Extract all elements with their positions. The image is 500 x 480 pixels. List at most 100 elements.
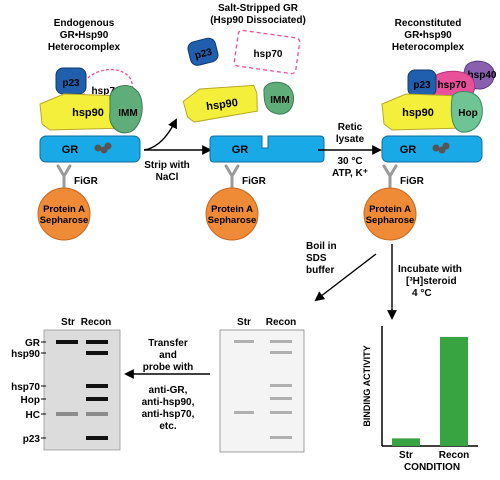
gr-receptor-stripped [209, 135, 325, 163]
hop-protein [450, 91, 483, 133]
imm-protein-free [263, 81, 294, 115]
probe-label-4: etc. [159, 421, 176, 432]
blot-band-recon-hop [86, 397, 108, 401]
incubate-label-line3: 4 °C [412, 288, 432, 299]
hsp90-label: hsp90 [72, 107, 104, 119]
hop-label: Hop [458, 108, 477, 119]
conditions-label-line2: ATP, K⁺ [332, 168, 368, 179]
hsp70-label: hsp70 [92, 86, 121, 97]
imm-label-free: IMM [270, 95, 289, 106]
blot-band-recon-p23 [86, 436, 108, 440]
p23-label-free: p23 [194, 47, 214, 62]
blot-band-str-hc [56, 412, 78, 416]
strip-label-line2: NaCl [156, 172, 179, 183]
panel3-title-line1: Reconstituted [395, 18, 462, 29]
figr-label-3: FiGR [400, 176, 425, 187]
hsp70-label-recon: hsp70 [438, 80, 467, 91]
sepharose-label-line1: Protein A [43, 204, 85, 215]
tick-label-str: Str [399, 450, 413, 461]
gel-band-recon-gr [270, 340, 292, 343]
blot-band-recon-gr [86, 340, 108, 344]
hsp70-dissociated-outline [233, 29, 301, 75]
blot-lane-label-str: Str [61, 317, 75, 328]
blot-lane-label-recon: Recon [81, 317, 112, 328]
protein-a-sepharose-bead-3 [363, 187, 417, 241]
figr-antibody-2 [224, 164, 240, 192]
p23-label: p23 [62, 78, 80, 89]
gel-lane-label-recon: Recon [266, 317, 297, 328]
panel1-title-line1: Endogenous [54, 18, 115, 29]
retic-label-line1: Retic [338, 122, 363, 133]
panel-endogenous: Endogenous GR•Hsp90 Heterocomplex hsp70 … [37, 18, 143, 241]
protein-a-sepharose-bead-2 [205, 187, 259, 241]
gel-band-recon-hsp70 [270, 384, 292, 387]
gel-band-recon-p23 [270, 436, 292, 439]
panel2-title-line1: Salt-Stripped GR [218, 3, 299, 14]
hsp90-label-recon: hsp90 [402, 107, 434, 119]
transfer-label-line3: probe with [143, 362, 194, 373]
gr-receptor [39, 135, 141, 163]
figr-label-2: FiGR [242, 176, 267, 187]
gr-label: GR [62, 144, 79, 156]
marker-p23: p23 [23, 434, 41, 445]
blot-band-str-gr [56, 340, 78, 344]
gel-band-recon-hop [270, 397, 292, 400]
sepharose-label-2-line1: Protein A [211, 204, 253, 215]
panel1-title-line2: GR•Hsp90 [60, 30, 109, 41]
p23-protein-free [187, 37, 219, 66]
panel-salt-stripped: Salt-Stripped GR (Hsp90 Dissociated) p23… [182, 3, 325, 241]
boil-label-line3: buffer [306, 265, 334, 276]
gr-label-recon: GR [400, 144, 417, 156]
conditions-label-line1: 30 °C [337, 156, 362, 167]
figr-antibody [56, 164, 72, 192]
hsp40-label: hsp40 [468, 70, 497, 81]
gel-slab [219, 329, 305, 453]
blot-band-recon-hsp90 [86, 351, 108, 355]
strip-label-line1: Strip with [144, 160, 190, 171]
bar-recon [440, 336, 468, 446]
gel-band-str-hc [234, 411, 254, 414]
hsp90-label-free: hsp90 [206, 97, 239, 113]
arrow-transfer: Transfer and probe with anti-GR, anti-hs… [124, 338, 210, 432]
probe-label-1: anti-GR, [149, 385, 188, 396]
panel3-title-line2: GR•hsp90 [404, 30, 452, 41]
sepharose-label-2-line2: Sepharose [208, 215, 257, 226]
arrow-reconstitute: Retic lysate 30 °C ATP, K⁺ [318, 122, 382, 179]
figr-label: FiGR [74, 176, 99, 187]
marker-gr: GR [25, 338, 41, 349]
marker-hsp90: hsp90 [11, 349, 40, 360]
blot-membrane [43, 329, 121, 451]
chart-y-label: BINDING ACTIVITY [362, 345, 372, 426]
panel2-title-line2: (Hsp90 Dissociated) [210, 15, 306, 26]
gel-lane-label-str: Str [237, 317, 251, 328]
imm-label: IMM [118, 108, 137, 119]
incubate-label-line2: [³H]steroid [406, 276, 457, 287]
probe-label-3: anti-hsp70, [142, 409, 195, 420]
imm-protein [109, 85, 143, 134]
gr-label-stripped: GR [232, 144, 249, 156]
marker-hc: HC [26, 410, 40, 421]
protein-a-sepharose-bead [37, 187, 91, 241]
chart-x-label: CONDITION [404, 462, 460, 473]
arrow-boil-sds: Boil in SDS buffer [306, 241, 377, 302]
panel3-title-line3: Heterocomplex [392, 42, 465, 53]
panel1-title-line3: Heterocomplex [48, 42, 121, 53]
panel-reconstituted: Reconstituted GR•hsp90 Heterocomplex hsp… [363, 18, 497, 241]
steroid-molecule [94, 142, 112, 154]
hsp70-label-free: hsp70 [254, 49, 283, 60]
gel-band-str-gr [234, 340, 254, 343]
gel-band-recon-hsp90 [270, 351, 292, 354]
sepharose-label-line2: Sepharose [40, 215, 89, 226]
sepharose-label-3-line1: Protein A [369, 204, 411, 215]
western-blot: Str Recon GR hsp90 hsp70 Hop HC p23 [11, 317, 121, 451]
boil-label-line1: Boil in [306, 241, 337, 252]
hsp90-protein-free [182, 84, 258, 123]
sepharose-label-3-line2: Sepharose [366, 215, 415, 226]
marker-hop: Hop [21, 395, 40, 406]
probe-label-2: anti-hsp90, [142, 397, 195, 408]
blot-band-recon-hsp70 [86, 384, 108, 388]
boil-label-line2: SDS [306, 253, 327, 264]
figr-antibody-3 [382, 164, 398, 192]
